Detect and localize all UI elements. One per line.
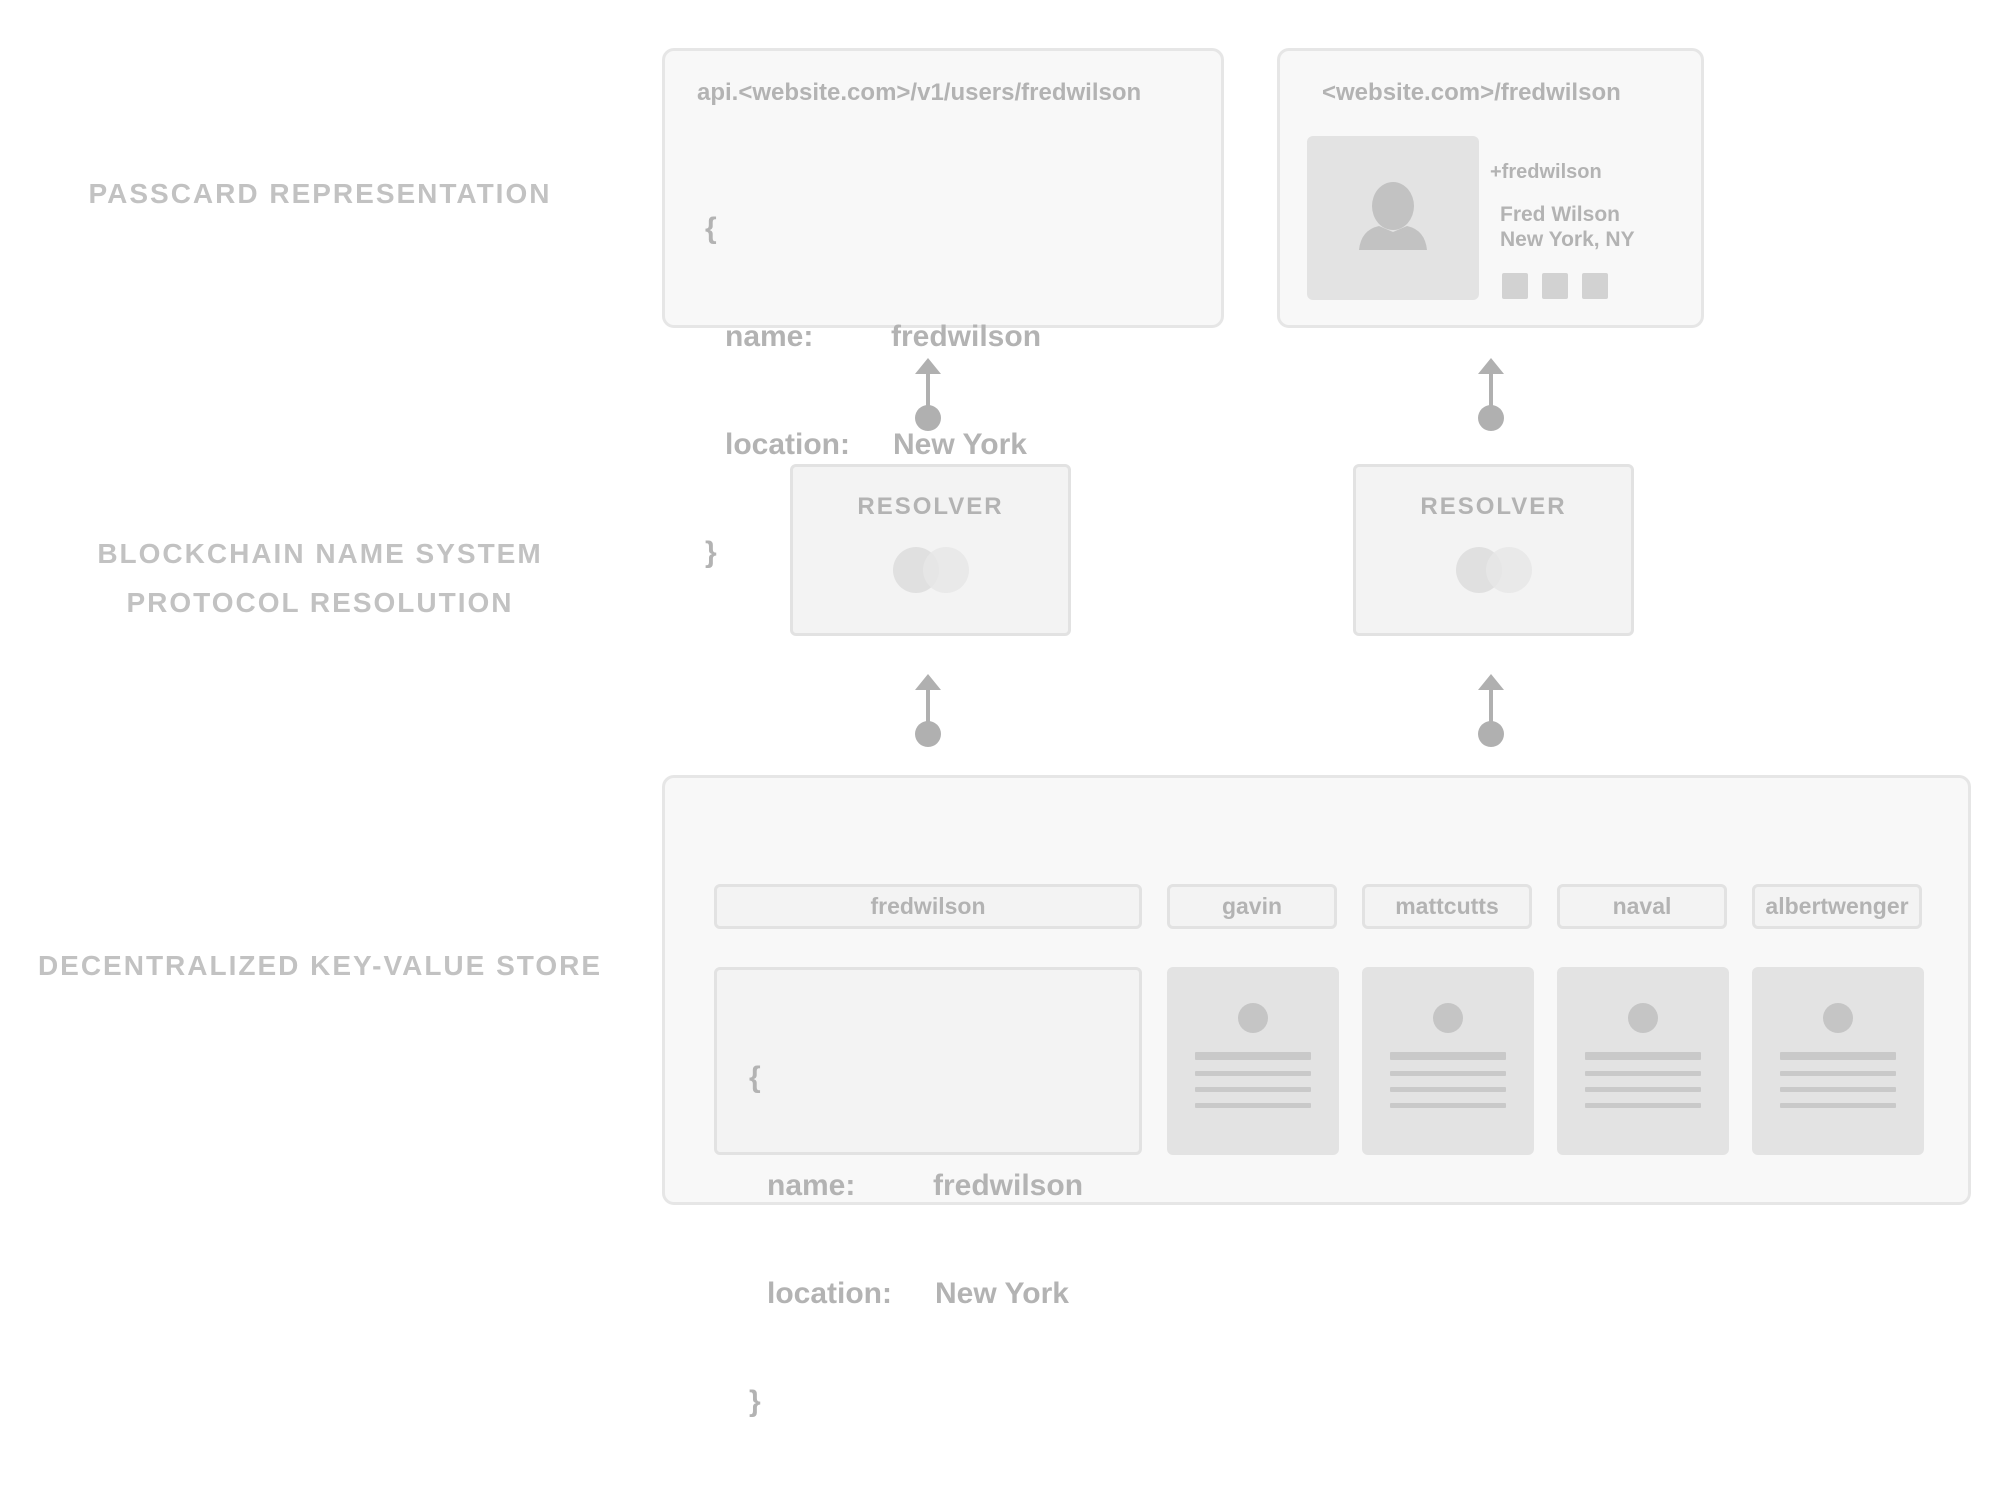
store-field-name-key: name: (767, 1169, 856, 1202)
store-field-name-value: fredwilson (933, 1169, 1084, 1202)
text-line (1585, 1087, 1701, 1092)
store-field-location-value: New York (935, 1277, 1069, 1310)
profile-social-square-3 (1582, 273, 1608, 299)
text-line (1780, 1071, 1896, 1076)
resolver-box-left: RESOLVER (790, 464, 1071, 636)
store-json-body: { name: fredwilson location: New York } (749, 988, 1083, 1492)
avatar-dot (1628, 1003, 1658, 1033)
text-line (1585, 1103, 1701, 1108)
bns-layer-label-line1: BLOCKCHAIN NAME SYSTEM (97, 538, 543, 569)
profile-social-square-2 (1542, 273, 1568, 299)
avatar-dot (1238, 1003, 1268, 1033)
resolver-label: RESOLVER (857, 493, 1004, 520)
profile-location: New York, NY (1500, 228, 1635, 251)
text-line (1585, 1052, 1701, 1060)
text-line (1195, 1052, 1311, 1060)
text-line (1390, 1052, 1506, 1060)
api-field-name-key: name: (725, 320, 814, 353)
text-line (1585, 1071, 1701, 1076)
store-value-mattcutts (1362, 967, 1534, 1155)
arrow-up-icon (915, 674, 941, 747)
text-line (1195, 1103, 1311, 1108)
text-line (1780, 1052, 1896, 1060)
arrow-up-icon (915, 358, 941, 431)
api-field-location-value: New York (893, 428, 1027, 461)
store-open-brace: { (749, 1061, 761, 1094)
api-url: api.<website.com>/v1/users/fredwilson (697, 79, 1142, 106)
arrow-up-icon (1478, 674, 1504, 747)
text-line (1390, 1087, 1506, 1092)
profile-card: <website.com>/fredwilson +fredwilson Fre… (1277, 48, 1704, 328)
api-field-location: location: New York (705, 427, 1041, 463)
resolver-box-right: RESOLVER (1353, 464, 1634, 636)
text-line (1390, 1071, 1506, 1076)
text-line (1195, 1087, 1311, 1092)
store-key-mattcutts: mattcutts (1362, 884, 1532, 929)
api-field-name: name: fredwilson (705, 319, 1041, 355)
api-json-body: { name: fredwilson location: New York } (705, 139, 1041, 643)
api-open-brace: { (705, 212, 717, 245)
store-field-location-key: location: (767, 1277, 892, 1310)
passcard-layer-label: PASSCARD REPRESENTATION (88, 178, 552, 209)
api-close-brace: } (705, 536, 717, 569)
text-line (1195, 1071, 1311, 1076)
profile-url: <website.com>/fredwilson (1322, 79, 1621, 106)
profile-name: Fred Wilson (1500, 203, 1620, 226)
store-value-fredwilson: { name: fredwilson location: New York } (714, 967, 1142, 1418)
arrow-up-icon (1478, 358, 1504, 431)
store-key-fredwilson: fredwilson (714, 884, 1142, 929)
kv-store-layer-label: DECENTRALIZED KEY-VALUE STORE (37, 950, 603, 981)
text-line (1390, 1103, 1506, 1108)
text-line (1780, 1087, 1896, 1092)
avatar-dot (1823, 1003, 1853, 1033)
store-close-brace: } (749, 1385, 761, 1418)
api-field-location-key: location: (725, 428, 850, 461)
store-field-name: name: fredwilson (749, 1168, 1083, 1204)
resolver-label: RESOLVER (1420, 493, 1567, 520)
bns-layer-label-line2: PROTOCOL RESOLUTION (126, 587, 514, 618)
avatar-dot (1433, 1003, 1463, 1033)
store-key-naval: naval (1557, 884, 1727, 929)
profile-avatar (1307, 136, 1479, 300)
store-value-gavin (1167, 967, 1339, 1155)
kv-store-container: fredwilson gavin mattcutts naval albertw… (662, 775, 1971, 1418)
api-field-name-value: fredwilson (891, 320, 1042, 353)
profile-social-square-1 (1502, 273, 1528, 299)
user-silhouette-icon (1359, 182, 1427, 250)
text-line (1780, 1103, 1896, 1108)
store-key-albertwenger: albertwenger (1752, 884, 1922, 929)
store-value-naval (1557, 967, 1729, 1155)
store-value-albertwenger (1752, 967, 1924, 1155)
api-json-card: api.<website.com>/v1/users/fredwilson { … (662, 48, 1224, 569)
profile-handle: +fredwilson (1490, 161, 1602, 183)
store-key-gavin: gavin (1167, 884, 1337, 929)
store-field-location: location: New York (749, 1276, 1083, 1312)
